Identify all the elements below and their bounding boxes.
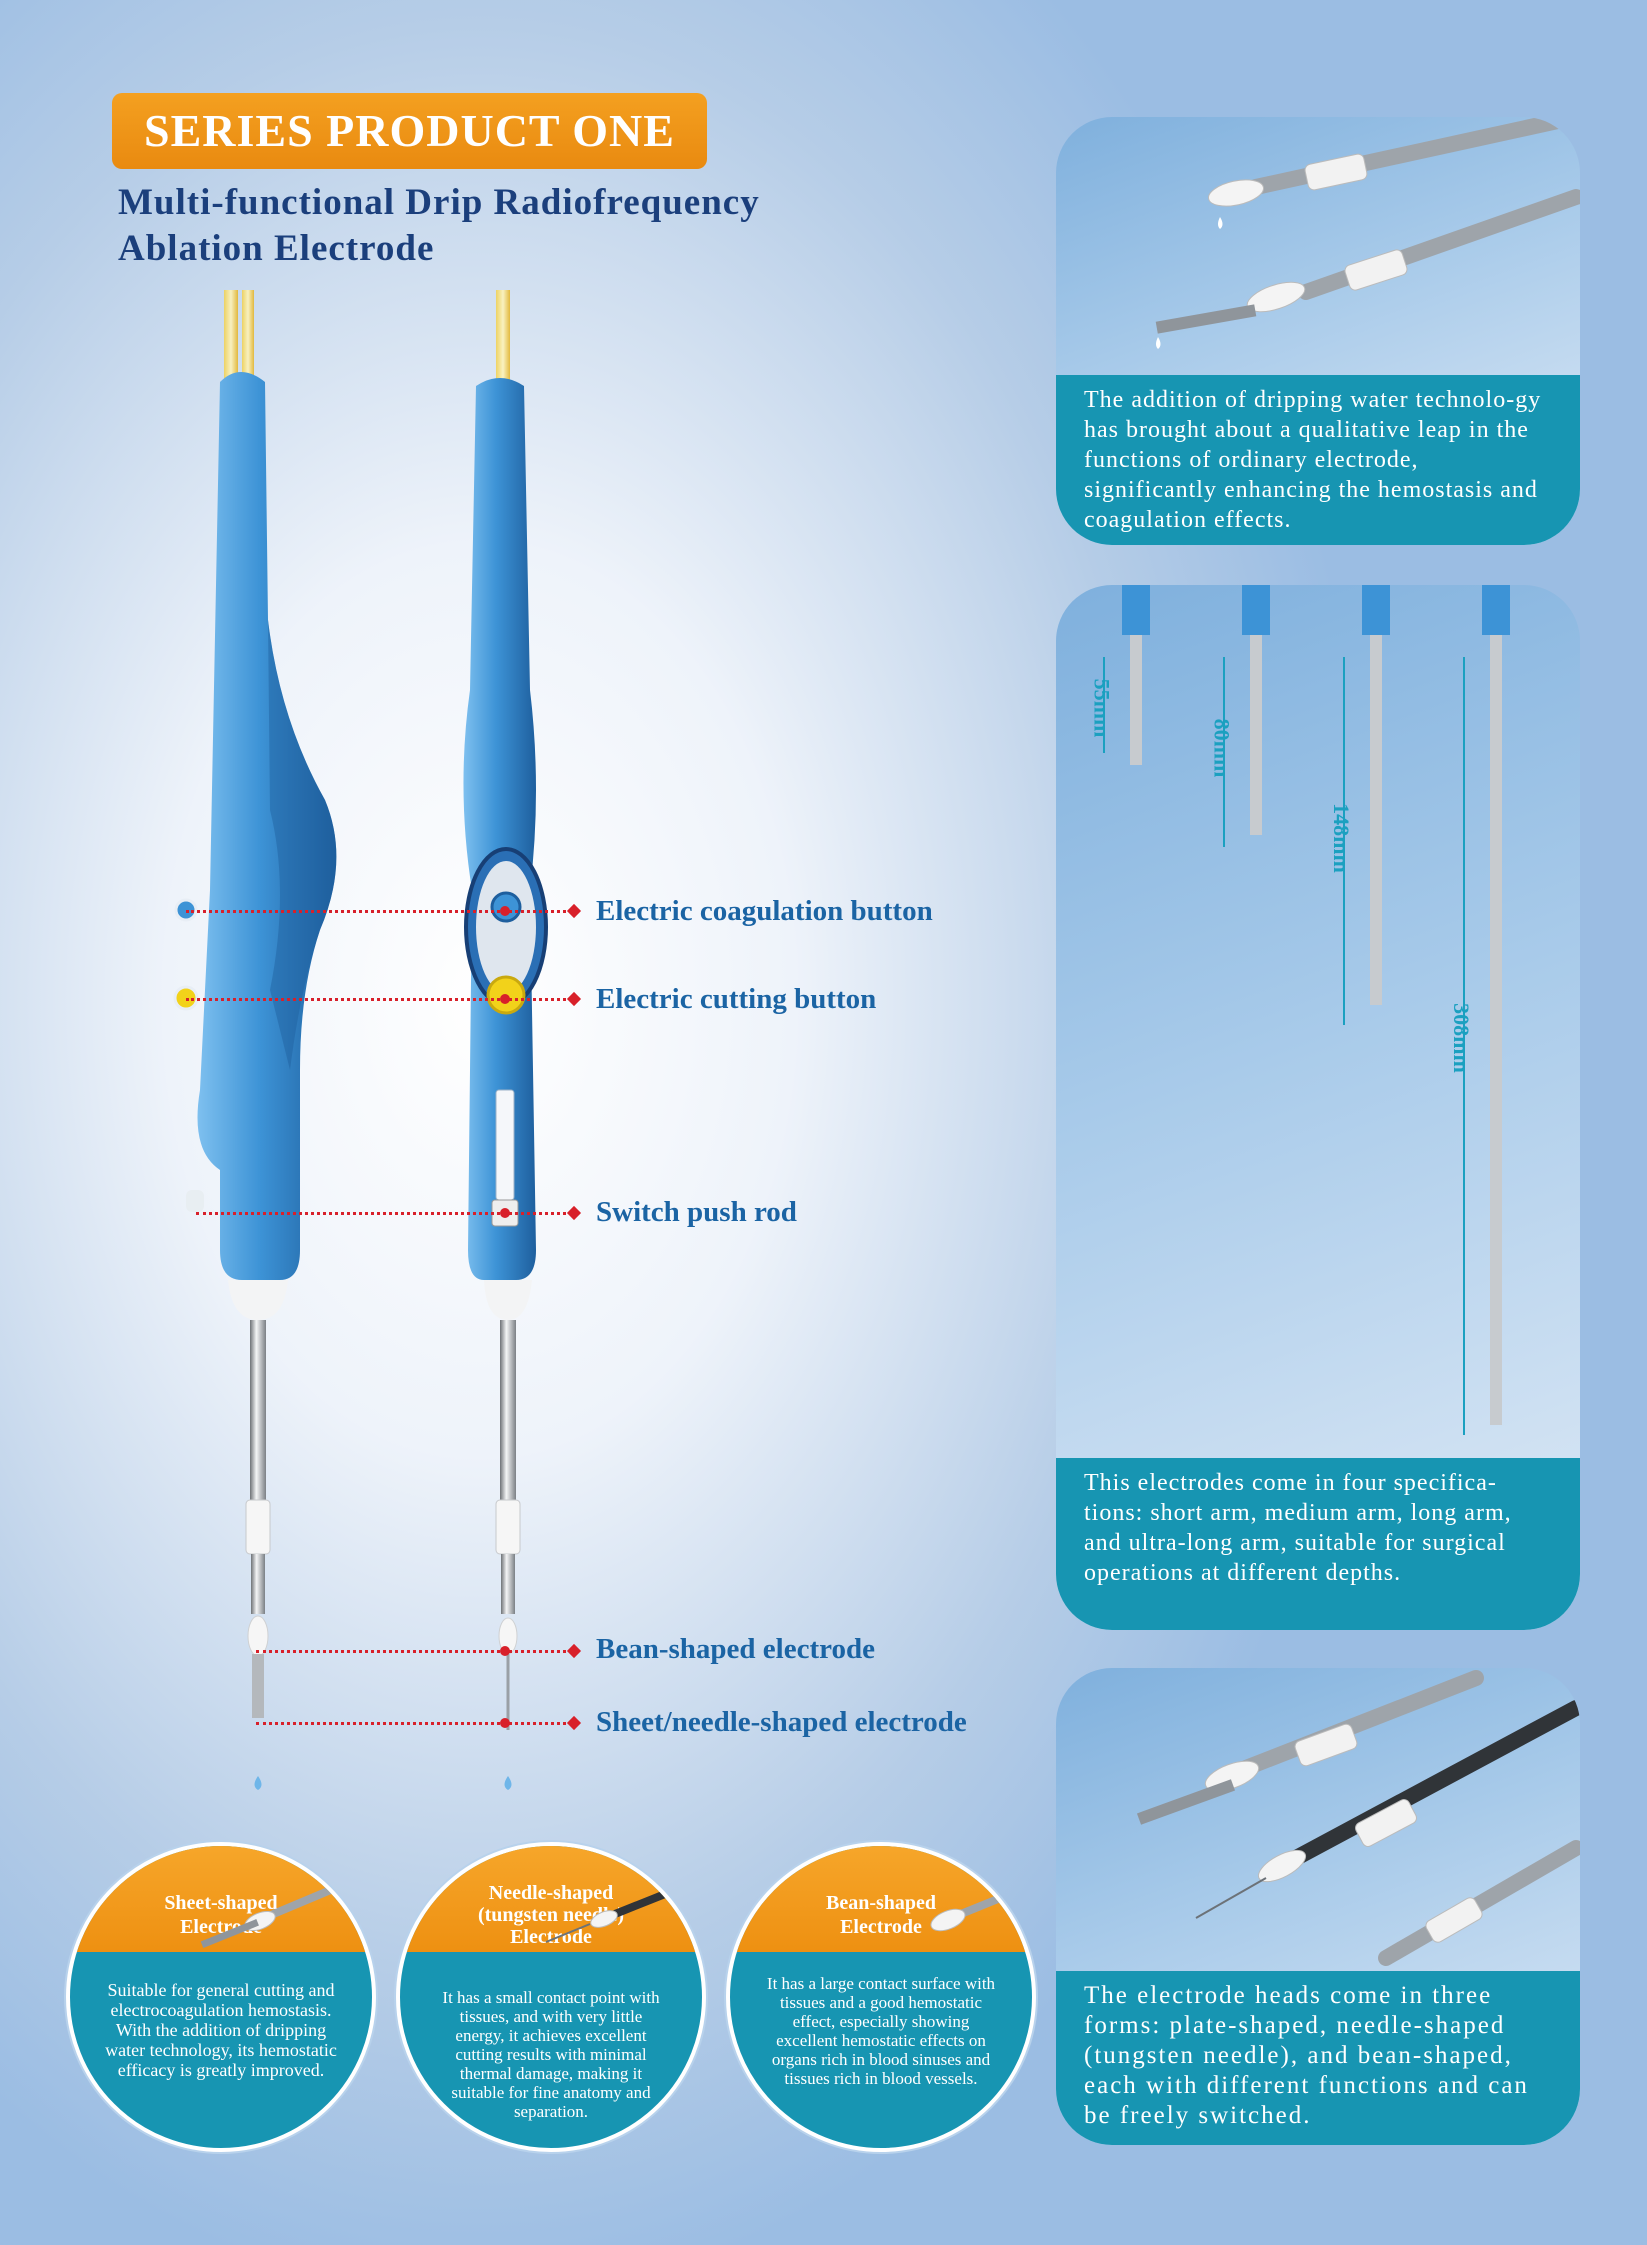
arm-length-illustration — [1103, 585, 1510, 1435]
panel-specs: 55mm 80mm 148mm 308mm This electrodes co… — [1056, 585, 1580, 1630]
callout-coagulation: Electric coagulation button — [596, 895, 933, 927]
panel-specs-caption: This electrodes come in four specifica-t… — [1056, 1458, 1580, 1630]
dim-label-medium-arm: 80mm — [1209, 718, 1235, 778]
dim-label-short-arm: 55mm — [1089, 678, 1115, 738]
product-title-line2: Ablation Electrode — [118, 228, 435, 269]
panel-heads: The electrode heads come in three forms:… — [1056, 1668, 1580, 2145]
electrode-illustration — [173, 290, 548, 1790]
circle-text: Suitable for general cutting and electro… — [105, 1980, 337, 2080]
needle-electrode-icon — [545, 1884, 684, 1943]
circle-title-line1: Bean-shaped — [825, 1892, 937, 1914]
circle-title-line2: (tungsten needle) — [477, 1904, 625, 1926]
leader-dot — [500, 1718, 510, 1728]
circle-needle-shaped: Needle-shaped (tungsten needle) Electrod… — [396, 1842, 706, 2152]
callout-sheet-needle: Sheet/needle-shaped electrode — [596, 1706, 967, 1738]
callout-push-rod: Switch push rod — [596, 1196, 797, 1228]
leader-push-rod — [196, 1212, 572, 1215]
dim-label-ultra-long-arm: 308mm — [1448, 1003, 1474, 1073]
product-title: Multi-functional Drip Radiofrequency Abl… — [118, 180, 938, 272]
leader-coagulation — [186, 910, 572, 913]
product-title-line1: Multi-functional Drip Radiofrequency — [118, 182, 760, 223]
leader-cutting — [186, 998, 572, 1001]
panel-heads-caption: The electrode heads come in three forms:… — [1056, 1971, 1580, 2145]
series-badge: SERIES PRODUCT ONE — [112, 93, 707, 169]
leader-bean — [256, 1650, 572, 1653]
circle-header — [730, 1846, 1032, 1952]
electrode-front-view — [463, 290, 548, 1790]
circle-title-line1: Needle-shaped — [488, 1882, 614, 1904]
panel-drip-caption: The addition of dripping water technolo-… — [1056, 375, 1580, 545]
dim-label-long-arm: 148mm — [1328, 803, 1354, 873]
circle-title-line1: Sheet-shaped — [164, 1892, 278, 1914]
panel-drip: The addition of dripping water technolo-… — [1056, 117, 1580, 545]
electrode-heads-illustration — [1136, 1670, 1580, 1966]
circle-text: It has a large contact surface with tiss… — [766, 1974, 996, 2088]
leader-sheet-needle — [256, 1722, 572, 1725]
leader-dot — [500, 994, 510, 1004]
leader-dot — [500, 1208, 510, 1218]
sheet-electrode-icon — [200, 1882, 344, 1949]
bean-electrode-icon — [930, 1886, 1024, 1932]
callout-cutting: Electric cutting button — [596, 983, 877, 1015]
leader-dot — [500, 906, 510, 916]
leader-dot — [500, 1646, 510, 1656]
callout-bean: Bean-shaped electrode — [596, 1633, 875, 1665]
circle-title-line2: Electrode — [840, 1916, 922, 1938]
electrode-side-view — [173, 290, 337, 1790]
circle-sheet-shaped: Sheet-shaped Electrode Suitable for gene… — [66, 1842, 376, 2152]
drip-electrodes-illustration — [1155, 117, 1580, 349]
circle-bean-shaped: Bean-shaped Electrode It has a large con… — [726, 1842, 1036, 2152]
circle-text: It has a small contact point with tissue… — [442, 1988, 660, 2121]
